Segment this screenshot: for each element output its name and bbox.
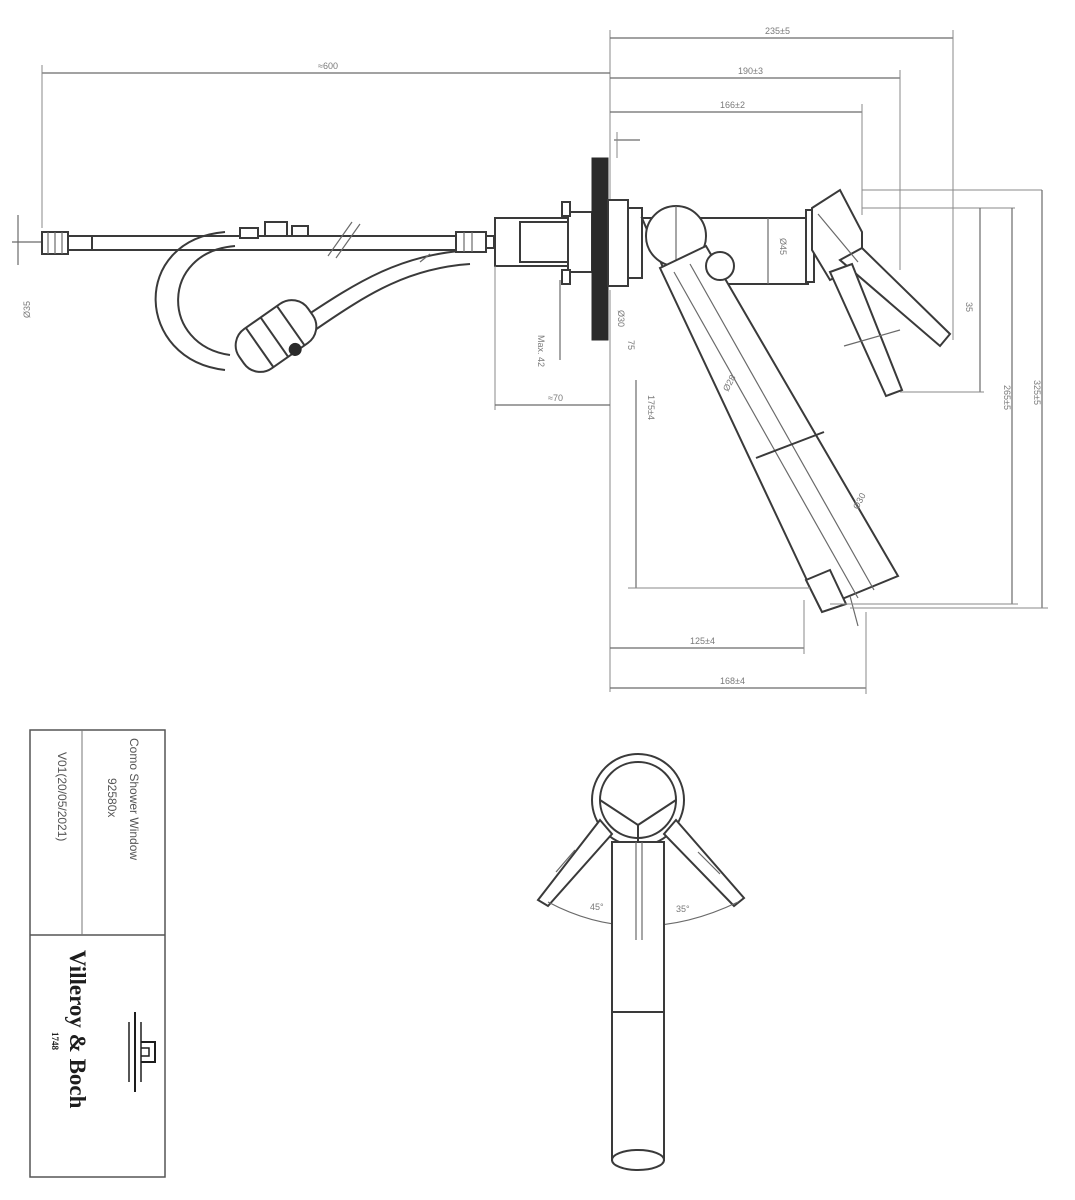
top-view: 45° 35° [536,753,746,1171]
dim-height-mid: 265±5 [1002,385,1012,410]
brand-year: 1748 [50,1032,60,1051]
dim-bottom2: 168±4 [720,676,745,686]
angle-right: 35° [676,904,690,914]
article-number: 92580x [105,778,119,817]
dim-arm-height: Ø45 [778,238,788,255]
title-block: Como Shower Window 92580x V01(20/05/2021… [29,729,166,1178]
product-name: Como Shower Window [127,738,141,860]
dim-connector: Ø35 [22,301,32,318]
version-date: V01(20/05/2021) [55,752,69,841]
bottom-dimensions: 125±4 168±4 [609,410,867,694]
dim-hole: Ø30 [616,310,626,327]
dim-spout-lower: Ø30 [851,491,868,511]
side-view: 235±5 190±3 166±2 ≈600 Ø35 [12,26,1048,694]
dim-mid2: 166±2 [720,100,745,110]
mounting-body: ≈70 Max. 42 Ø30 [494,132,643,410]
hose-connector: Ø35 [12,215,93,318]
dim-top: 235±5 [765,26,790,36]
dim-lever: 35 [964,302,974,312]
dim-spout-vertical-2: 175±4 [646,395,656,420]
mixer-lever: 35 [811,188,1042,398]
top-dimensions: 235±5 190±3 166±2 ≈600 [41,26,954,340]
dim-bottom1: 125±4 [690,636,715,646]
dim-spout-vertical: 75 [626,340,636,350]
dim-height-total: 325±5 [1032,380,1042,405]
brand-logo-icon [128,1012,156,1092]
dim-mid1: 190±3 [738,66,763,76]
hand-shower-head [234,299,318,373]
dim-max-thickness: Max. 42 [536,335,546,367]
dim-recess: ≈70 [548,393,563,403]
hose-end-fitting [455,231,495,253]
brand-logo-text: Villeroy & Boch [65,950,90,1109]
angle-left: 45° [590,902,604,912]
hose [92,221,471,371]
dim-hose-length: ≈600 [318,61,338,71]
height-dimensions: 265±5 325±5 75 175±4 [626,190,1048,609]
